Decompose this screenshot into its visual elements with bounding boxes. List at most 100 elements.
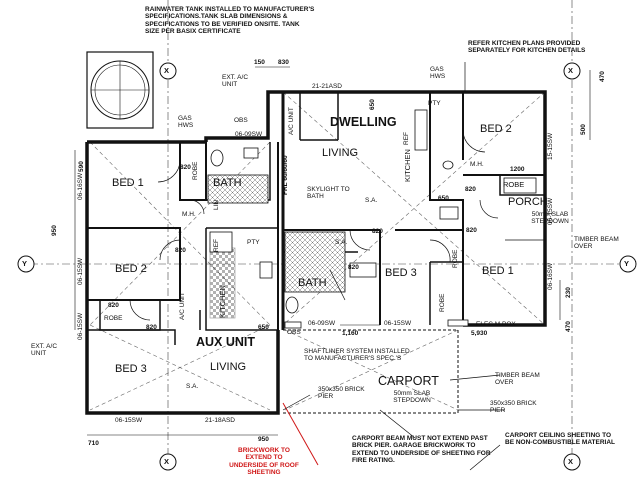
dim-label: 230 <box>565 287 572 298</box>
leader-lines <box>282 62 545 471</box>
grid-bubbles <box>17 62 637 471</box>
window-code: 06-15SW <box>384 320 412 327</box>
timber-beam-note-porch: TIMBER BEAM OVER <box>574 236 619 251</box>
dim-label: 950 <box>51 225 58 236</box>
frl-label: FRL 60/60/60 <box>282 155 289 195</box>
pty-main-label: PTY <box>428 100 441 107</box>
walls <box>85 90 547 415</box>
fixtures <box>209 109 537 329</box>
window-code: 06-15SW <box>77 312 84 340</box>
mh-aux-label: M.H. <box>182 211 196 218</box>
dim-label: 500 <box>580 124 587 135</box>
pty-aux-label: PTY <box>247 239 260 246</box>
acunit-aux-label: A/C UNIT <box>179 292 186 320</box>
bath-aux-tiles <box>207 174 269 204</box>
kitchen-plans-note: REFER KITCHEN PLANS PROVIDED SEPARATELY … <box>468 40 586 55</box>
bath-main-label: BATH <box>298 277 327 289</box>
ext-ac-note-left: EXT. A/C UNIT <box>31 343 58 358</box>
robe-main-label: ROBE <box>503 180 525 189</box>
dim-label: 1200 <box>510 166 525 173</box>
carport-slab-note: 50mm SLAB STEPDOWN <box>393 390 431 405</box>
dim-label: 710 <box>88 440 99 447</box>
bed2-aux-label: BED 2 <box>115 263 147 275</box>
brick-pier-note-right: 350x350 BRICK PIER <box>490 400 537 415</box>
dim-label: 950 <box>258 436 269 443</box>
dim-label: 820 <box>372 228 383 235</box>
dim-label: 820 <box>180 164 191 171</box>
brick-pier-note-left: 350x350 BRICK PIER <box>318 386 365 401</box>
dim-label: 820 <box>175 247 186 254</box>
dim-label: 820 <box>108 302 119 309</box>
grid-label-y-left: Y <box>22 259 28 268</box>
dim-label: 1,160 <box>342 330 359 337</box>
elec-box-label: ELEC.M.BOX <box>476 321 516 328</box>
gas-hws-note-right: GAS HWS <box>430 66 446 81</box>
bath-aux-label: BATH <box>213 177 242 189</box>
dim-label: 470 <box>565 321 572 332</box>
carport-beam-note: CARPORT BEAM MUST NOT EXTEND PAST BRICK … <box>352 435 491 465</box>
carport-ceiling-note: CARPORT CEILING SHEETING TO BE NON-COMBU… <box>505 432 616 447</box>
bed3-aux-label: BED 3 <box>115 363 147 375</box>
grid-label-x-top-right: X <box>568 66 574 75</box>
sa-aux-label: S.A. <box>186 383 199 390</box>
bed1-aux-label: BED 1 <box>112 177 144 189</box>
dim-label: 820 <box>348 264 359 271</box>
dim-label: 650 <box>369 99 376 110</box>
porch-label: PORCH <box>508 196 548 208</box>
window-code: 06-15SW <box>547 197 554 225</box>
grid-label-x-bottom-right: X <box>568 457 574 466</box>
dimension-lines <box>74 66 591 436</box>
grid-label-x-top-left: X <box>164 66 170 75</box>
ref-main-label: REF <box>403 132 410 145</box>
aux-unit-label: AUX UNIT <box>196 335 256 349</box>
grid-label-x-bottom-left: X <box>164 457 170 466</box>
rainwater-tank <box>86 51 154 129</box>
ref-aux-label: REF <box>213 239 220 252</box>
dim-label: 150 <box>254 59 265 66</box>
mh-main-label: M.H. <box>470 161 484 168</box>
kitchen-aux-tiles <box>209 247 236 319</box>
window-code: 15-15SW <box>547 132 554 160</box>
dim-label: 650 <box>438 195 449 202</box>
sa-main-label: S.A. <box>365 197 378 204</box>
robe-aux-1-label: ROBE <box>192 161 199 180</box>
sa-bath-label: S.A. <box>335 239 348 246</box>
window-code: 21-21ASD <box>312 83 342 90</box>
dim-label: 590 <box>78 161 85 172</box>
bed3-main-label: BED 3 <box>385 267 417 279</box>
brickwork-note: BRICKWORK TO EXTEND TO UNDERSIDE OF ROOF… <box>229 447 299 477</box>
living-main-label: LIVING <box>322 147 359 159</box>
window-code: 06-15SW <box>77 257 84 285</box>
dim-label: 830 <box>278 59 289 66</box>
window-code: 06-09SW <box>308 320 336 327</box>
robe-main-2-label: ROBE <box>439 293 446 312</box>
window-code: 06-16SW <box>547 262 554 290</box>
ext-ac-note-top: EXT. A/C UNIT <box>222 74 249 89</box>
dwelling-label: DWELLING <box>330 115 397 129</box>
gas-hws-note-left: GAS HWS <box>178 115 194 130</box>
robe-main-3-label: ROBE <box>452 249 459 268</box>
window-code: 06-09SW <box>235 131 263 138</box>
dim-label: 820 <box>146 324 157 331</box>
dim-label: 820 <box>466 227 477 234</box>
door-swings <box>129 129 499 321</box>
shaftliner-note: SHAFTLINER SYSTEM INSTALLED TO MANUFACTU… <box>304 348 410 363</box>
bed1-main-label: BED 1 <box>482 265 514 277</box>
kitchen-main-label: KITCHEN <box>403 149 412 182</box>
dim-label: 470 <box>599 71 606 82</box>
skylight-note: SKYLIGHT TO BATH <box>307 186 350 201</box>
brickwork-arrow <box>282 402 319 466</box>
dim-label: 5,930 <box>471 330 488 337</box>
grid-label-y-right: Y <box>624 259 630 268</box>
window-code: 21-18ASD <box>205 417 235 424</box>
robe-aux-2-label: ROBE <box>104 315 123 322</box>
living-aux-label: LIVING <box>210 361 247 373</box>
rainwater-note: RAINWATER TANK INSTALLED TO MANUFACTURER… <box>145 6 315 36</box>
timber-beam-note-carport: TIMBER BEAM OVER <box>495 372 540 387</box>
obs-aux-label: OBS <box>234 117 248 124</box>
kitchen-aux-label: KITCHEN <box>218 285 227 318</box>
porch-slab-note: 50mm SLAB STEPDOWN <box>531 211 569 226</box>
obs-main-label: OBS <box>287 329 301 336</box>
carport-label: CARPORT <box>378 374 439 388</box>
